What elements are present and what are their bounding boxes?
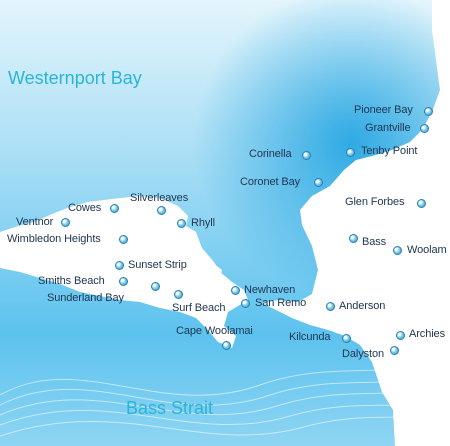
phillip-island: [0, 196, 248, 348]
bass-label[interactable]: Bass: [362, 236, 387, 248]
wimbledon-heights-label[interactable]: Wimbledon Heights: [7, 233, 101, 245]
kilcunda-label[interactable]: Kilcunda: [289, 331, 331, 343]
pioneer-bay-label[interactable]: Pioneer Bay: [354, 104, 413, 116]
archies-marker-icon[interactable]: [395, 330, 405, 340]
rhyll-label[interactable]: Rhyll: [191, 217, 215, 229]
decorative-waves: [0, 359, 450, 437]
coronet-bay-marker-icon[interactable]: [313, 177, 323, 187]
rhyll-marker-icon[interactable]: [176, 218, 186, 228]
bass-strait-label: Bass Strait: [126, 398, 214, 418]
surf-beach-label[interactable]: Surf Beach: [172, 302, 226, 314]
kilcunda-marker-icon[interactable]: [341, 333, 351, 343]
san-remo-marker-icon[interactable]: [240, 298, 250, 308]
newhaven-marker-icon[interactable]: [230, 285, 240, 295]
corinella-marker-icon[interactable]: [301, 150, 311, 160]
san-remo-label[interactable]: San Remo: [255, 297, 307, 309]
silverleaves-label[interactable]: Silverleaves: [130, 192, 189, 204]
sunset-strip-label[interactable]: Sunset Strip: [128, 259, 187, 271]
westernport-bay-label: Westernport Bay: [8, 68, 142, 88]
glen-forbes-marker-icon[interactable]: [416, 198, 426, 208]
cape-woolamai-label[interactable]: Cape Woolamai: [176, 325, 253, 337]
smiths-beach-label[interactable]: Smiths Beach: [38, 275, 105, 287]
cowes-marker-icon[interactable]: [109, 203, 119, 213]
sunset-strip-marker-icon[interactable]: [114, 260, 124, 270]
grantville-label[interactable]: Grantville: [365, 122, 411, 134]
sunderland-bay-marker-icon[interactable]: [150, 281, 160, 291]
grantville-marker-icon[interactable]: [419, 123, 429, 133]
anderson-marker-icon[interactable]: [325, 301, 335, 311]
woolamai-label[interactable]: Woolam: [407, 244, 447, 256]
dalyston-label[interactable]: Dalyston: [342, 348, 384, 360]
surf-beach-marker-icon[interactable]: [173, 289, 183, 299]
cowes-label[interactable]: Cowes: [68, 202, 102, 214]
sunderland-bay-label[interactable]: Sunderland Bay: [47, 292, 124, 304]
cape-woolamai-marker-icon[interactable]: [221, 340, 231, 350]
coronet-bay-label[interactable]: Coronet Bay: [240, 176, 301, 188]
woolamai-marker-icon[interactable]: [392, 245, 402, 255]
churchill-island: [204, 264, 222, 282]
ventnor-label[interactable]: Ventnor: [16, 216, 54, 228]
corinella-label[interactable]: Corinella: [249, 148, 292, 160]
bass-marker-icon[interactable]: [348, 233, 358, 243]
wimbledon-heights-marker-icon[interactable]: [118, 234, 128, 244]
anderson-label[interactable]: Anderson: [339, 300, 386, 312]
tenby-point-marker-icon[interactable]: [345, 147, 355, 157]
newhaven-label[interactable]: Newhaven: [244, 284, 296, 296]
tenby-point-label[interactable]: Tenby Point: [361, 145, 418, 157]
ventnor-marker-icon[interactable]: [60, 217, 70, 227]
archies-label[interactable]: Archies: [409, 328, 445, 340]
smiths-beach-marker-icon[interactable]: [118, 276, 128, 286]
dalyston-marker-icon[interactable]: [389, 345, 399, 355]
pioneer-bay-marker-icon[interactable]: [423, 106, 433, 116]
silverleaves-marker-icon[interactable]: [156, 205, 166, 215]
glen-forbes-label[interactable]: Glen Forbes: [345, 196, 405, 208]
